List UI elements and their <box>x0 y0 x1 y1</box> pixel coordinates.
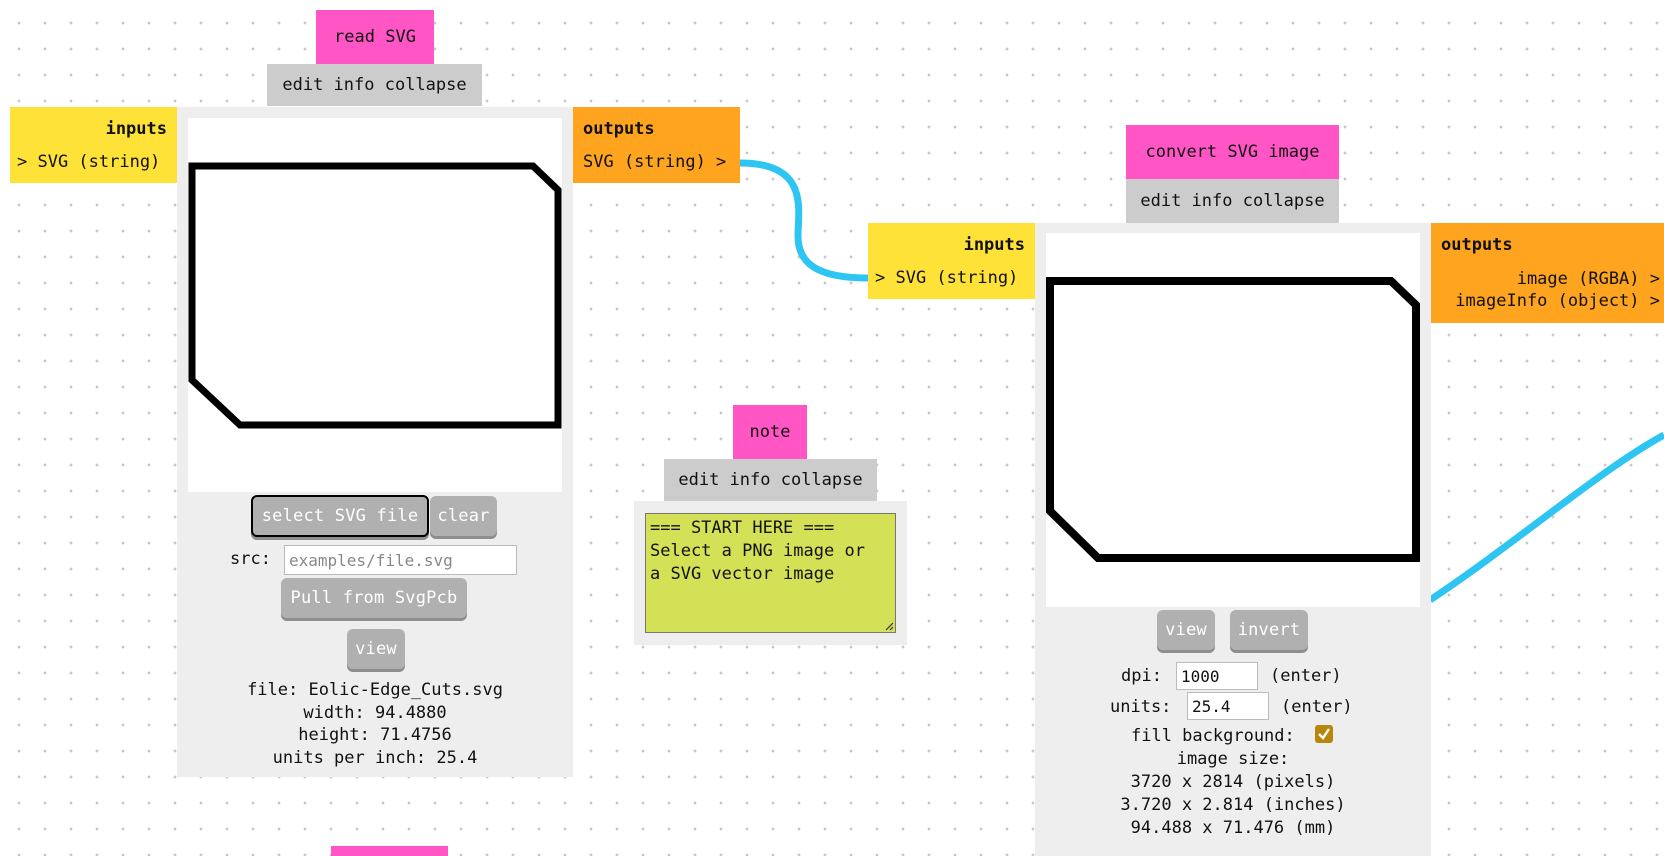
outputs-header: outputs <box>1441 235 1513 255</box>
input-port-svg[interactable]: > SVG (string) <box>17 152 161 172</box>
view-button[interactable]: view <box>347 629 405 669</box>
resize-handle-icon[interactable] <box>884 621 894 631</box>
note-title-text: note <box>749 422 791 442</box>
view-button[interactable]: view <box>1157 610 1215 650</box>
image-preview-shape <box>1046 277 1420 562</box>
note-title[interactable]: note <box>733 405 807 459</box>
file-units: units per inch: 25.4 <box>272 748 478 768</box>
units-label: units: <box>1110 697 1172 717</box>
input-port-svg[interactable]: > SVG (string) <box>875 268 1019 288</box>
output-port-svg[interactable]: SVG (string) > <box>583 152 727 172</box>
note-text: === START HERE === Select a PNG image or… <box>650 518 865 584</box>
convert-svg-panel: view invert dpi: 1000 (enter) units: 25.… <box>1035 223 1431 856</box>
read-svg-title[interactable]: read SVG <box>316 10 434 64</box>
dpi-input[interactable]: 1000 <box>1176 662 1258 690</box>
inputs-header: inputs <box>105 119 167 139</box>
inputs-header: inputs <box>963 235 1025 255</box>
checkmark-icon <box>1318 728 1330 740</box>
dpi-label: dpi: <box>1121 666 1162 686</box>
svg-preview <box>188 118 562 492</box>
convert-svg-title[interactable]: convert SVG image <box>1126 125 1339 179</box>
output-port-imageinfo[interactable]: imageInfo (object) > <box>1455 291 1660 311</box>
wire-svg-to-convert <box>739 159 869 282</box>
invert-button[interactable]: invert <box>1230 610 1308 650</box>
image-preview <box>1046 233 1420 607</box>
output-port-image[interactable]: image (RGBA) > <box>1516 269 1660 289</box>
image-size-pixels: 3720 x 2814 (pixels) <box>1130 772 1336 792</box>
image-size-mm: 94.488 x 71.476 (mm) <box>1130 818 1336 838</box>
next-node-title[interactable] <box>331 846 448 856</box>
read-svg-title-text: read SVG <box>334 27 416 47</box>
svg-preview-shape <box>188 162 562 429</box>
src-label: src: <box>230 549 271 569</box>
read-svg-outputs: outputs SVG (string) > <box>573 107 740 183</box>
note-textarea[interactable]: === START HERE === Select a PNG image or… <box>645 513 896 633</box>
fill-background-label: fill background: <box>1131 726 1295 746</box>
convert-svg-outputs: outputs image (RGBA) > imageInfo (object… <box>1431 223 1664 323</box>
image-size-inches: 3.720 x 2.814 (inches) <box>1120 795 1346 815</box>
file-name: file: Eolic-Edge_Cuts.svg <box>247 680 503 700</box>
read-svg-inputs: inputs > SVG (string) <box>10 107 177 183</box>
image-size-label: image size: <box>1176 749 1290 769</box>
read-svg-panel: select SVG file clear src: examples/file… <box>177 107 573 777</box>
note-panel: === START HERE === Select a PNG image or… <box>634 501 907 645</box>
dpi-enter: (enter) <box>1270 666 1342 686</box>
units-value: 25.4 <box>1192 696 1231 716</box>
src-input-placeholder: examples/file.svg <box>289 550 453 570</box>
src-input[interactable]: examples/file.svg <box>284 545 517 575</box>
wire-image-output <box>1428 431 1664 603</box>
file-height: height: 71.4756 <box>298 725 452 745</box>
outputs-header: outputs <box>583 119 655 139</box>
note-controls-text: edit info collapse <box>678 470 863 490</box>
read-svg-controls-text: edit info collapse <box>282 75 467 95</box>
clear-button[interactable]: clear <box>430 496 497 536</box>
pull-from-svgpcb-button[interactable]: Pull from SvgPcb <box>281 578 467 618</box>
convert-svg-inputs: inputs > SVG (string) <box>868 223 1035 299</box>
units-enter: (enter) <box>1281 697 1353 717</box>
select-svg-file-button[interactable]: select SVG file <box>251 495 429 537</box>
convert-svg-controls[interactable]: edit info collapse <box>1126 179 1339 223</box>
read-svg-controls[interactable]: edit info collapse <box>267 64 482 106</box>
convert-svg-controls-text: edit info collapse <box>1140 191 1325 211</box>
convert-svg-title-text: convert SVG image <box>1145 142 1320 162</box>
file-width: width: 94.4880 <box>303 703 447 723</box>
dpi-value: 1000 <box>1181 666 1220 686</box>
units-input[interactable]: 25.4 <box>1187 692 1269 720</box>
note-controls[interactable]: edit info collapse <box>664 459 877 501</box>
fill-background-checkbox[interactable] <box>1315 725 1333 743</box>
